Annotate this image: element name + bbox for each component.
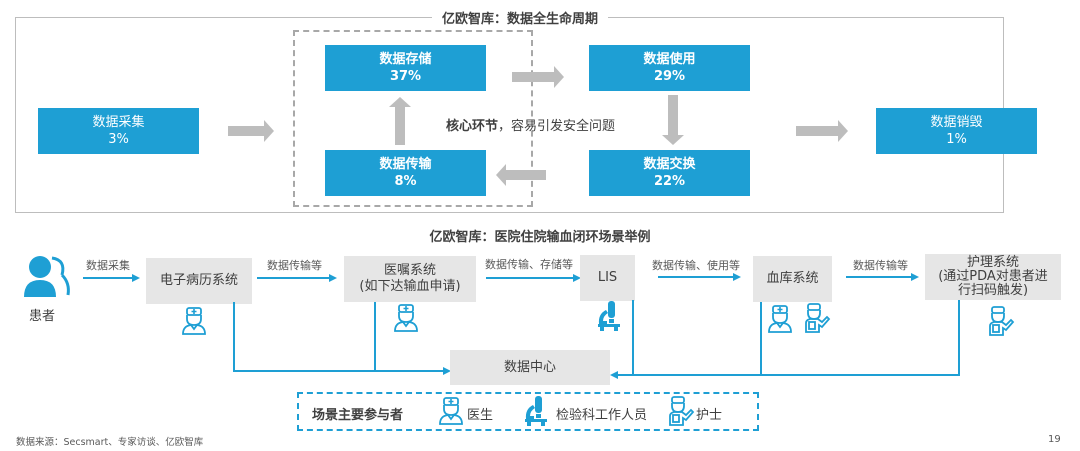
stage-storage: 数据存储 37% (325, 45, 486, 91)
scenario-title: 亿欧智库：医院住院输血闭环场景举例 (429, 230, 651, 245)
node-bloodbank-label: 血库系统 (766, 271, 819, 286)
patient-icon (24, 256, 70, 297)
legend-title: 场景主要参与者 (312, 408, 404, 423)
stage-exchange-name: 数据交换 (643, 157, 696, 172)
node-nursing-system: 护理系统 (通过PDA对患者进 行扫码触发) (925, 254, 1061, 300)
stage-destroy-name: 数据销毁 (930, 115, 983, 130)
node-lis: LIS (580, 255, 635, 301)
stage-use-pct: 29% (653, 69, 686, 84)
stage-collect-pct: 3% (108, 132, 129, 147)
stage-exchange: 数据交换 22% (589, 150, 750, 196)
arrow-to-datacenter-left (374, 367, 451, 375)
flow-label-emr-order: 数据传输等 (267, 259, 322, 272)
node-datacenter: 数据中心 (450, 350, 610, 385)
line-lis-down (632, 300, 634, 376)
arrow-transfer-to-storage (389, 97, 411, 145)
stage-storage-pct: 37% (389, 69, 422, 84)
stage-use: 数据使用 29% (589, 45, 750, 91)
flow-arrow-bloodbank-nursing (846, 273, 919, 281)
legend-nurse-label: 护士 (696, 408, 723, 423)
doctor-icon (182, 307, 206, 335)
node-order-system: 医嘱系统 (如下达输血申请) (344, 256, 476, 302)
node-datacenter-label: 数据中心 (503, 359, 556, 375)
flow-label-order-lis: 数据传输、存储等 (485, 258, 573, 271)
nurse-icon (669, 396, 695, 426)
node-nursing-line3: 行扫码触发) (957, 283, 1029, 298)
microscope-icon (598, 301, 620, 331)
stage-transfer: 数据传输 8% (325, 150, 486, 196)
arrow-collect-to-core (228, 120, 274, 142)
line-order-down (374, 302, 376, 372)
stage-exchange-pct: 22% (653, 174, 686, 189)
flow-label-collect: 数据采集 (86, 259, 130, 272)
core-note-bold: 核心环节 (446, 119, 499, 134)
flow-label-bloodbank-nursing: 数据传输等 (853, 259, 908, 272)
arrow-exchange-to-transfer (496, 164, 546, 186)
node-order-line1: 医嘱系统 (383, 263, 436, 278)
line-nursing-down (958, 300, 960, 376)
arrow-use-to-exchange (662, 95, 684, 145)
flow-arrow-collect (83, 274, 140, 282)
stage-destroy-pct: 1% (946, 132, 967, 147)
legend-doctor-label: 医生 (467, 408, 494, 423)
node-emr-label: 电子病历系统 (159, 273, 238, 288)
flow-arrow-emr-order (257, 274, 337, 282)
lifecycle-title: 亿欧智库：数据全生命周期 (432, 8, 609, 27)
flow-label-lis-bloodbank: 数据传输、使用等 (652, 259, 740, 272)
arrow-storage-to-use (512, 66, 564, 88)
doctor-icon (439, 397, 463, 425)
stage-collect-name: 数据采集 (92, 115, 145, 130)
core-note-rest: ，容易引发安全问题 (498, 119, 616, 134)
doctor-icon (394, 304, 418, 332)
stage-use-name: 数据使用 (643, 52, 696, 67)
stage-collect: 数据采集 3% (38, 108, 199, 154)
arrow-core-to-destroy (796, 120, 848, 142)
node-nursing-line2: (通过PDA对患者进 (938, 269, 1048, 284)
page-number: 19 (1048, 434, 1061, 445)
flow-arrow-order-lis (486, 274, 581, 282)
line-emr-down (233, 302, 235, 372)
data-source: 数据来源：Secsmart、专家访谈、亿欧智库 (16, 437, 204, 448)
node-nursing-line1: 护理系统 (966, 255, 1019, 270)
stage-destroy: 数据销毁 1% (876, 108, 1037, 154)
core-stages-dashed-box (293, 30, 533, 207)
stage-transfer-name: 数据传输 (379, 157, 432, 172)
flow-arrow-lis-bloodbank (658, 273, 741, 281)
node-emr: 电子病历系统 (146, 258, 252, 304)
participants-legend (297, 392, 759, 431)
doctor-icon (768, 305, 792, 333)
line-emr-to-junction (233, 370, 376, 372)
microscope-icon (525, 396, 547, 426)
node-bloodbank: 血库系统 (753, 256, 832, 302)
stage-transfer-pct: 8% (394, 174, 417, 189)
nurse-icon (989, 306, 1015, 336)
stage-storage-name: 数据存储 (379, 52, 432, 67)
line-bloodbank-down (760, 302, 762, 376)
patient-label: 患者 (29, 309, 56, 324)
arrow-to-datacenter-right (610, 371, 960, 379)
nurse-icon (805, 303, 831, 333)
core-note: 核心环节，容易引发安全问题 (446, 115, 615, 134)
node-order-line2: (如下达输血申请) (359, 279, 461, 294)
node-lis-label: LIS (597, 270, 618, 285)
legend-lab-label: 检验科工作人员 (556, 408, 648, 423)
